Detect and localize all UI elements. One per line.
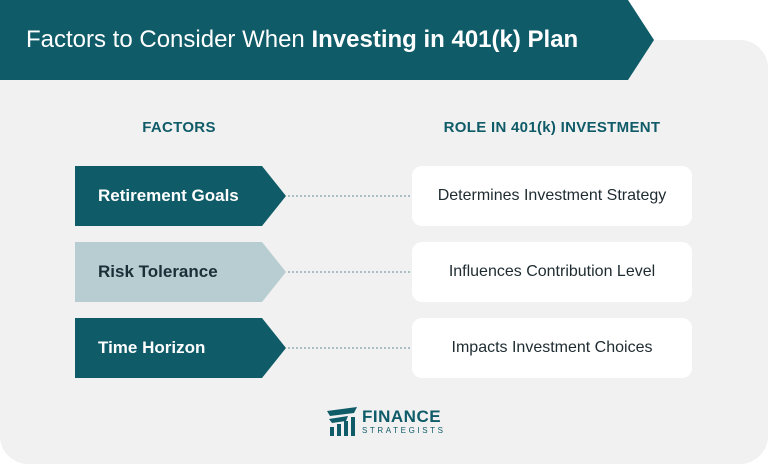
logo-subtitle: STRATEGISTS bbox=[362, 425, 446, 435]
factor-time-horizon: Time Horizon bbox=[75, 318, 286, 378]
role-retirement-goals: Determines Investment Strategy bbox=[412, 166, 692, 226]
finance-strategists-logo: FINANCE STRATEGISTS bbox=[326, 404, 446, 438]
role-risk-tolerance: Influences Contribution Level bbox=[412, 242, 692, 302]
connector-line bbox=[288, 347, 410, 349]
connector-line bbox=[288, 271, 410, 273]
finance-strategists-logo-icon bbox=[327, 407, 357, 436]
factor-risk-tolerance: Risk Tolerance bbox=[75, 242, 286, 302]
logo-title: FINANCE bbox=[362, 406, 442, 426]
connector-line bbox=[288, 195, 410, 197]
role-column-header: ROLE IN 401(k) INVESTMENT bbox=[443, 119, 661, 136]
title-bold: Investing in 401(k) Plan bbox=[311, 26, 579, 53]
title-light: Factors to Consider When bbox=[26, 26, 312, 53]
factors-column-header: FACTORS bbox=[142, 119, 216, 136]
factor-retirement-goals: Retirement Goals bbox=[75, 166, 286, 226]
title-banner: Factors to Consider When Investing in 40… bbox=[0, 0, 654, 80]
role-time-horizon: Impacts Investment Choices bbox=[412, 318, 692, 378]
